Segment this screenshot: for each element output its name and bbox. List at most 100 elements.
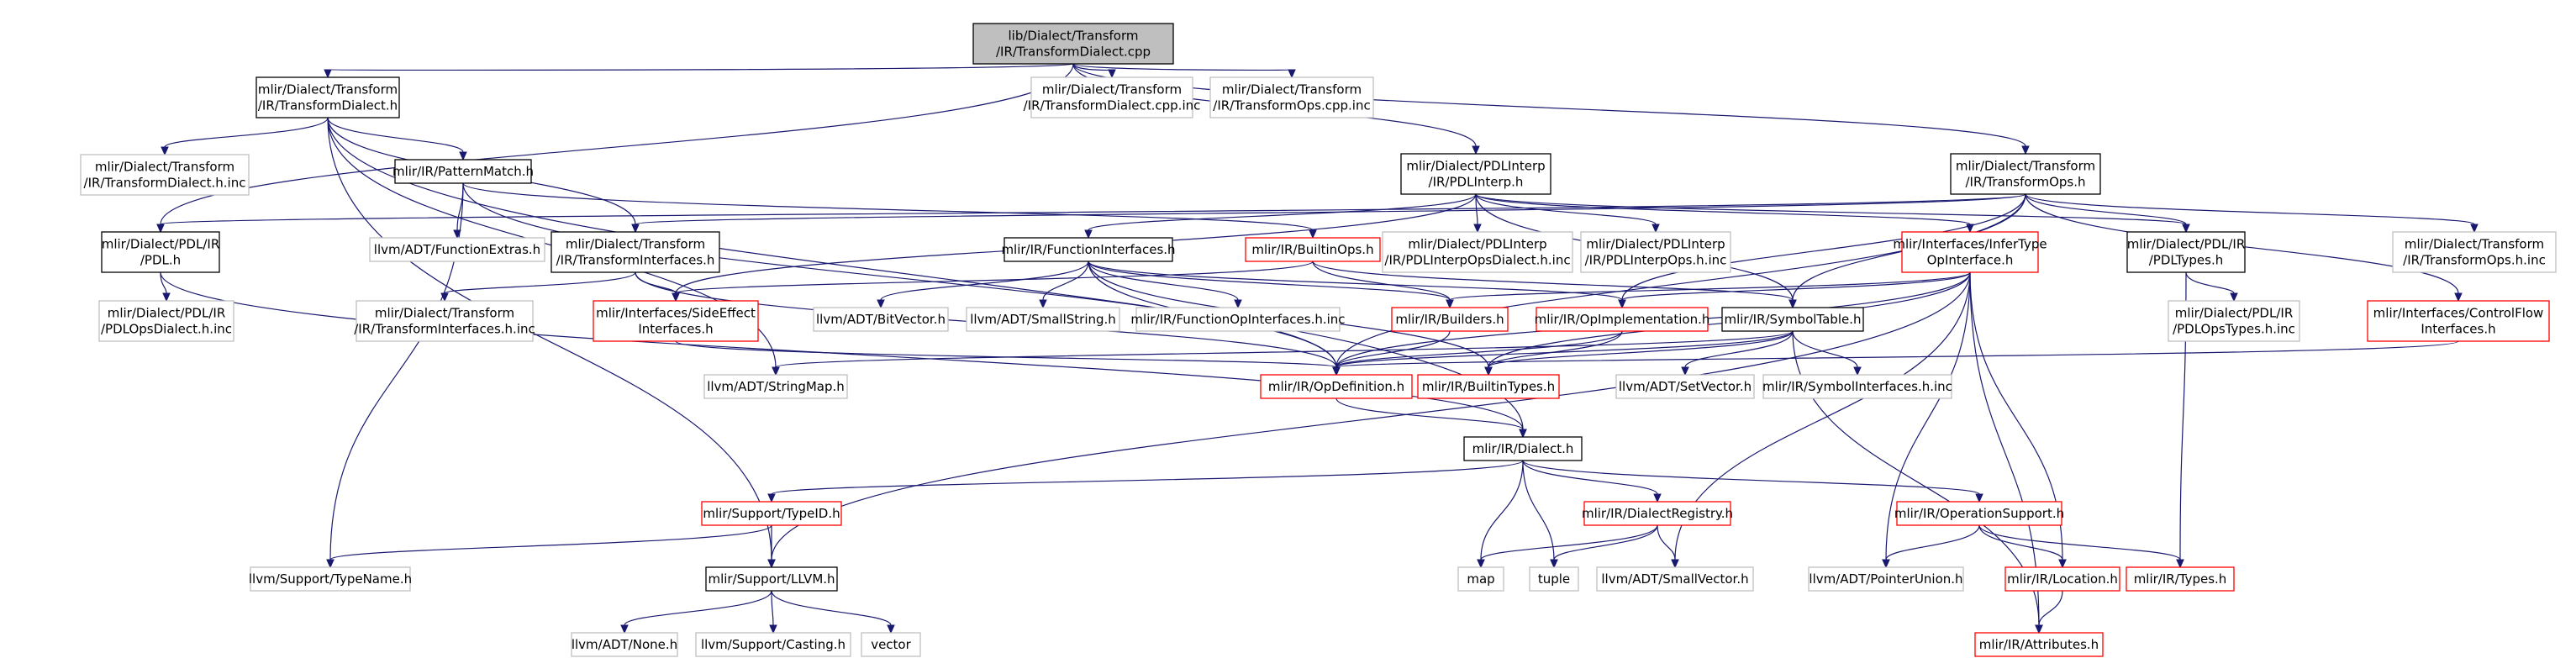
node-dialectregistry[interactable]: mlir/IR/DialectRegistry.h	[1582, 501, 1733, 526]
node-label: llvm/Support/Casting.h	[701, 637, 845, 652]
edge-line	[1335, 340, 2459, 368]
node-label: mlir/IR/Location.h	[2007, 571, 2118, 587]
edge-dialectregistry-to-smallvector	[1657, 524, 1679, 569]
node-box	[1950, 153, 2101, 195]
edge-line	[1480, 460, 1524, 561]
node-box	[98, 300, 234, 342]
edge-dialect-to-tuple	[1522, 460, 1558, 569]
node-label: mlir/IR/OperationSupport.h	[1894, 506, 2064, 521]
node-patternmatch[interactable]: mlir/IR/PatternMatch.h	[392, 159, 534, 184]
node-none: llvm/ADT/None.h	[571, 632, 678, 657]
edge-infertype-to-builders	[1446, 271, 1971, 309]
node-box	[394, 159, 532, 184]
node-label: mlir/Support/LLVM.h	[708, 571, 835, 587]
edge-pdl-to-dialect	[160, 271, 1527, 439]
node-label: /PDL.h	[140, 253, 181, 268]
node-pdlinterp[interactable]: mlir/Dialect/PDLInterp/IR/PDLInterp.h	[1400, 153, 1551, 195]
node-tuple: tuple	[1529, 566, 1579, 592]
node-location[interactable]: mlir/IR/Location.h	[2004, 566, 2120, 592]
edge-transformops-to-pdl	[156, 193, 2026, 234]
node-label: OpInterface.h	[1927, 253, 2014, 268]
edge-pdlinterp-to-pdlinterpops_inc	[1475, 193, 1660, 234]
node-typeid[interactable]: mlir/Support/TypeID.h	[701, 501, 842, 526]
node-label: /IR/TransformInterfaces.h	[556, 253, 715, 268]
edge-line	[635, 193, 2026, 225]
node-label: Interfaces.h	[2421, 322, 2495, 337]
edge-patternmatch-to-builtinops	[462, 182, 1317, 240]
edge-arrowhead	[1108, 69, 1116, 79]
edge-line	[2185, 271, 2235, 294]
node-label: mlir/IR/SymbolInterfaces.h.inc	[1762, 379, 1952, 394]
edge-line	[2038, 590, 2063, 626]
node-label: llvm/ADT/SetVector.h	[1619, 379, 1752, 394]
node-td_h[interactable]: mlir/Dialect/Transform/IR/TransformDiale…	[255, 76, 400, 118]
node-tinterfaces[interactable]: mlir/Dialect/Transform/IR/TransformInter…	[550, 231, 720, 273]
node-opdef[interactable]: mlir/IR/OpDefinition.h	[1260, 374, 1413, 399]
edge-line	[164, 117, 329, 148]
node-pdlinterpops_inc: mlir/Dialect/PDLInterp/IR/PDLInterpOps.h…	[1580, 231, 1731, 273]
edge-transformops-to-tinterfaces	[631, 193, 2026, 234]
node-label: mlir/Dialect/Transform	[2405, 237, 2544, 252]
node-builtinops[interactable]: mlir/IR/BuiltinOps.h	[1245, 237, 1381, 262]
edge-arrowhead	[1788, 299, 1797, 309]
edge-arrowhead	[1446, 299, 1454, 309]
edge-opsupport-to-location	[1978, 524, 2067, 569]
node-builders[interactable]: mlir/IR/Builders.h	[1391, 307, 1509, 332]
node-dialect[interactable]: mlir/IR/Dialect.h	[1463, 436, 1583, 461]
node-opimpl[interactable]: mlir/IR/OpImplementation.h	[1535, 307, 1710, 332]
edge-td_h-to-td_h_inc	[161, 117, 329, 156]
node-label: Interfaces.h	[638, 322, 713, 337]
edge-line	[1522, 460, 1980, 495]
node-box	[1974, 632, 2104, 657]
node-opsupport[interactable]: mlir/IR/OperationSupport.h	[1894, 501, 2064, 526]
edge-dialectregistry-to-map	[1477, 524, 1658, 569]
edge-arrowhead	[1550, 559, 1558, 569]
edge-line	[1312, 261, 1451, 301]
node-box	[1400, 153, 1551, 195]
edge-line	[1475, 193, 1478, 225]
node-symboltable[interactable]: mlir/IR/SymbolTable.h	[1721, 307, 1864, 332]
edge-pdltypes-to-pdloptypes_inc	[2185, 271, 2238, 303]
node-root[interactable]: lib/Dialect/Transform/IR/TransformDialec…	[972, 23, 1174, 65]
edge-arrowhead	[2470, 224, 2479, 234]
node-pdlopsdialect_inc: mlir/Dialect/PDL/IR/PDLOpsDialect.h.inc	[98, 300, 234, 342]
node-label: /IR/TransformOps.cpp.inc	[1213, 98, 1370, 113]
node-vector: vector	[861, 632, 921, 657]
node-builtintypes[interactable]: mlir/IR/BuiltinTypes.h	[1417, 374, 1560, 399]
edge-arrowhead	[1618, 299, 1626, 309]
edge-transformops-to-pdltypes	[2025, 193, 2190, 234]
node-box	[1808, 566, 1964, 592]
edge-arrowhead	[2035, 624, 2043, 634]
edge-builders-to-opdef	[1332, 330, 1451, 376]
node-transformops[interactable]: mlir/Dialect/Transform/IR/TransformOps.h	[1950, 153, 2101, 195]
node-attributes[interactable]: mlir/IR/Attributes.h	[1974, 632, 2104, 657]
node-pdltypes[interactable]: mlir/Dialect/PDL/IR/PDLTypes.h	[2126, 231, 2246, 273]
node-box	[1382, 231, 1573, 273]
node-label: mlir/Dialect/PDL/IR	[2175, 306, 2294, 321]
node-box	[703, 374, 848, 399]
node-types[interactable]: mlir/IR/Types.h	[2126, 566, 2235, 592]
edge-line	[771, 590, 892, 626]
edge-funcinterfaces-to-bitvector	[877, 261, 1089, 309]
node-label: /IR/PDLInterpOpsDialect.h.inc	[1384, 253, 1570, 268]
edge-arrowhead	[1671, 559, 1679, 569]
edge-arrowhead	[162, 292, 171, 303]
edge-line	[1522, 460, 1658, 495]
edge-symboltable-to-symbolinterfaces_inc	[1792, 330, 1862, 376]
edge-line	[1792, 330, 1858, 368]
edge-line	[160, 271, 1524, 430]
edge-line	[327, 117, 464, 153]
edge-line	[1072, 63, 1293, 71]
edge-typeid-to-llvm_h	[767, 525, 776, 569]
node-llvm_h[interactable]: mlir/Support/LLVM.h	[705, 566, 838, 592]
node-pdl[interactable]: mlir/Dialect/PDL/IR/PDL.h	[101, 231, 220, 273]
node-pdlinterpdialect_inc: mlir/Dialect/PDLInterp/IR/PDLInterpOpsDi…	[1382, 231, 1573, 273]
node-funcinterfaces[interactable]: mlir/IR/FunctionInterfaces.h	[1001, 237, 1176, 262]
edge-arrowhead	[620, 624, 629, 634]
node-label: mlir/Dialect/Transform	[95, 160, 234, 175]
node-label: /IR/TransformDialect.cpp.inc	[1024, 98, 1201, 113]
edge-line	[327, 63, 1074, 71]
